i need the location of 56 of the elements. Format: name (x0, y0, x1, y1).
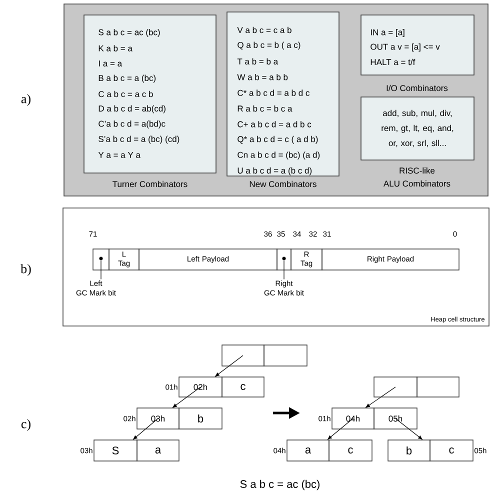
equation-text: I a = a (98, 60, 122, 66)
equation-text: OUT a v = [a] <= v (370, 44, 440, 52)
equation-text: Q* a b c d = c ( a d b) (238, 136, 318, 144)
operation-list: add, sub, mul, div, rem, gt, lt, eq, and, or, xor, srl, sll... (382, 110, 454, 148)
cell-field: c (328, 440, 372, 462)
equation-text: W a b = a b b (237, 74, 288, 80)
equation-text: B a b c = a (bc) (98, 74, 156, 83)
box-heading: I/O Combinators (386, 84, 448, 92)
box-heading: New Combinators (250, 180, 316, 188)
equation-text: S’a b c d = a (bc) (cd) (98, 136, 180, 144)
cell-field (374, 376, 418, 398)
box-heading: Turner Combinators (112, 180, 188, 188)
cell-field: a (286, 440, 330, 462)
cell-field: 03h (136, 408, 180, 430)
cell-field: 02h (178, 376, 222, 398)
box-heading: RISC-like ALU Combinators (383, 167, 450, 187)
equation-text: C a b c = a c b (98, 90, 153, 98)
cell-field: 05h (374, 408, 418, 430)
cell-field: 04h (332, 408, 374, 430)
equation-text: S a b c = ac (bc) (98, 29, 160, 37)
equation-text: R a b c = b c a (238, 105, 292, 112)
cell-field: b (178, 408, 222, 430)
pointer-arrow (133, 418, 158, 440)
equation-text: Y a = a Y a (98, 152, 140, 158)
equation-text: V a b c = c a b (237, 26, 292, 34)
cell-field: c (222, 376, 264, 398)
equation-caption: S a b c = ac (bc) (240, 480, 320, 490)
cell-field: c (430, 440, 474, 462)
cell-field (264, 344, 308, 366)
pointer-arrow (366, 386, 396, 408)
equation-text: K a b = a (98, 45, 132, 52)
pointer-arrow (172, 386, 201, 408)
equation-text: C+ a b c d = a d b c (238, 121, 312, 128)
panel-letter: c) (21, 419, 30, 431)
panel-letter: b) (20, 264, 31, 276)
pointer-arrow (328, 418, 354, 440)
pointer-arrow (395, 418, 422, 440)
equation-text: HALT a = t/f (370, 58, 416, 66)
equation-text: IN a = [a] (371, 29, 404, 37)
equation-text: U a b c d = a (b c d) (238, 167, 312, 176)
bit-field (92, 248, 110, 270)
cell-field (222, 344, 264, 366)
equation-text: T a b = b a (237, 58, 278, 65)
bit-field (276, 248, 292, 270)
panel-letter: a) (21, 94, 30, 106)
cell-field: S (94, 440, 138, 462)
pointer-arrow (215, 355, 244, 377)
cell-field: a (136, 440, 180, 462)
equation-text: D a b c d = ab(cd) (98, 105, 166, 114)
connector (100, 260, 102, 280)
equation-text: C* a b c d = a b d c (238, 90, 310, 96)
cell-field: b (388, 440, 430, 462)
cell-field (416, 376, 460, 398)
equation-text: C’a b c d = a(bd)c (98, 120, 166, 128)
equation-text: Q a b c = b ( a c) (238, 42, 300, 50)
equation-text: Cn a b c d = (bc) (a d) (238, 152, 320, 160)
